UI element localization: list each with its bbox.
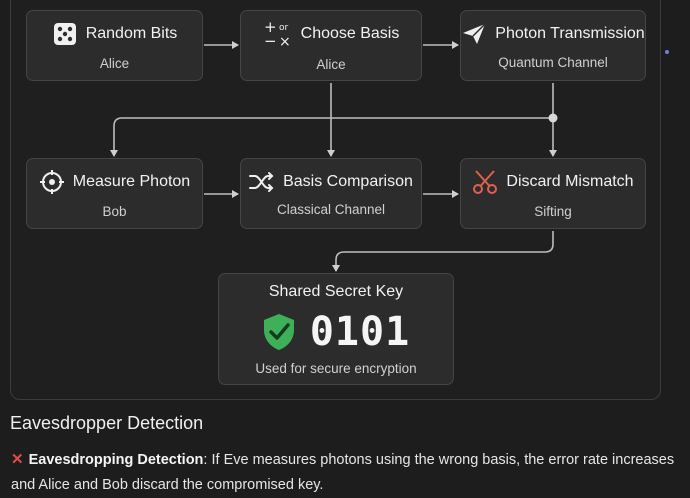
node-measure-photon: Measure Photon Bob bbox=[26, 158, 203, 229]
scissors-icon bbox=[472, 169, 498, 195]
shuffle-icon bbox=[249, 171, 275, 193]
node-subtitle: Bob bbox=[102, 203, 127, 219]
node-photon-transmission: Photon Transmission Quantum Channel bbox=[460, 10, 646, 81]
node-subtitle: Alice bbox=[99, 55, 130, 71]
node-title: Discard Mismatch bbox=[506, 172, 634, 190]
node-subtitle: Classical Channel bbox=[276, 201, 386, 217]
icon-plus: + bbox=[264, 20, 277, 36]
node-basis-comparison: Basis Comparison Classical Channel bbox=[240, 158, 422, 229]
node-subtitle: Sifting bbox=[534, 203, 572, 219]
paper-plane-icon bbox=[461, 22, 487, 46]
section-title: Eavesdropper Detection bbox=[10, 413, 204, 433]
detection-label: Eavesdropping Detection bbox=[28, 452, 204, 468]
crosshair-icon bbox=[39, 169, 65, 195]
node-choose-basis: + or − × Choose Basis Alice bbox=[240, 10, 422, 81]
node-title: Shared Secret Key bbox=[268, 282, 404, 300]
junction-dot bbox=[548, 113, 558, 123]
node-subtitle: Quantum Channel bbox=[498, 54, 608, 70]
node-shared-secret-key: Shared Secret Key 0101 Used for secure e… bbox=[218, 273, 454, 385]
cross-mark-icon: ✕ bbox=[11, 451, 24, 468]
dice-icon bbox=[52, 21, 78, 47]
icon-times: × bbox=[279, 34, 291, 48]
node-random-bits: Random Bits Alice bbox=[26, 10, 203, 81]
arrow-discard-to-key bbox=[332, 231, 554, 272]
indicator-dot bbox=[665, 50, 669, 54]
node-title: Basis Comparison bbox=[283, 172, 413, 190]
node-title: Choose Basis bbox=[300, 24, 400, 42]
node-title: Photon Transmission bbox=[495, 24, 645, 42]
node-discard-mismatch: Discard Mismatch Sifting bbox=[460, 158, 646, 229]
plus-or-minus-times-icon: + or − × bbox=[263, 20, 293, 48]
key-value: 0101 bbox=[309, 308, 411, 355]
icon-or: or bbox=[279, 23, 289, 33]
node-subtitle: Alice bbox=[316, 56, 346, 72]
arrow-photon-to-measure bbox=[110, 83, 554, 157]
shield-check-icon bbox=[262, 312, 296, 352]
detection-text: : If Eve measures photons using the wron… bbox=[11, 452, 675, 493]
node-title: Measure Photon bbox=[72, 172, 191, 190]
node-subtitle: Used for secure encryption bbox=[255, 360, 417, 376]
icon-minus: − bbox=[264, 32, 277, 48]
detection-note: ✕Eavesdropping Detection: If Eve measure… bbox=[11, 447, 683, 498]
node-title: Random Bits bbox=[85, 24, 178, 42]
